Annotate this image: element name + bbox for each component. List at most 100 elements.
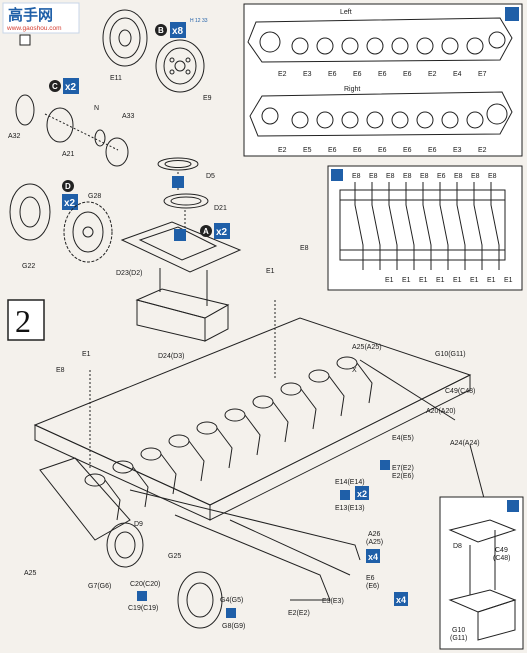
svg-text:2: 2: [15, 303, 31, 339]
label-a21: A21: [62, 151, 75, 158]
wheel-e9: [155, 39, 205, 93]
wheel-e11: [102, 9, 148, 67]
road-arm: [104, 479, 121, 521]
label-g4: G4(G5): [220, 597, 243, 604]
arrows-d: [159, 268, 208, 306]
road-arm: [132, 466, 149, 508]
suspension-arm: [308, 369, 330, 383]
svg-text:G10: G10: [452, 627, 465, 634]
suspension-arm: [112, 460, 134, 474]
arm-label-top: E6: [437, 173, 446, 180]
label-e13: E13(E13): [335, 505, 365, 512]
track-label-left: E3: [303, 71, 312, 78]
track-label-right: E2: [478, 147, 487, 154]
label-e1-main: E1: [82, 351, 91, 358]
track-label-left: E6: [403, 71, 412, 78]
road-arm: [328, 375, 345, 417]
svg-text:x2: x2: [65, 82, 77, 93]
hull-chassis: [33, 300, 472, 541]
label-a32: A32: [8, 133, 21, 140]
arm-label-top: E8: [420, 173, 429, 180]
drive-sprocket: [106, 522, 223, 629]
track-label-left: E2: [428, 71, 437, 78]
label-x: X: [352, 367, 357, 374]
arm-label-top: E8: [488, 173, 497, 180]
suspension-arm: [140, 447, 162, 461]
x2-icon: [355, 486, 369, 500]
label-d9: D9: [134, 521, 143, 528]
torsion-arm: [388, 182, 398, 270]
svg-text:x2: x2: [216, 227, 228, 238]
svg-text:D: D: [65, 182, 71, 191]
svg-text:(G11): (G11): [450, 635, 467, 642]
label-a26b: (A25): [366, 539, 383, 546]
track-label-right: E3: [453, 147, 462, 154]
label-a20: A20(A20): [426, 408, 456, 415]
x4-icon: [394, 592, 408, 606]
step-number-box: 2: [7, 299, 45, 341]
arm-label-top: E8: [352, 173, 361, 180]
glue-icon: [172, 176, 184, 188]
label-e2: E2(E6): [392, 473, 414, 480]
torsion-arm: [405, 182, 415, 270]
arm-label-bottom: E1: [453, 277, 462, 284]
label-e14: E14(E14): [335, 479, 365, 486]
inset-left-title: Left: [340, 9, 352, 16]
svg-text:x2: x2: [357, 489, 367, 499]
road-arm: [216, 427, 233, 469]
track-label-left: E2: [278, 71, 287, 78]
label-c49: C49(C48): [445, 388, 475, 395]
label-d21: D21: [214, 205, 227, 212]
track-label-left: E7: [478, 71, 487, 78]
label-e8-main: E8: [56, 367, 65, 374]
glue-icon: [137, 591, 147, 601]
track-label-right: E6: [428, 147, 437, 154]
svg-text:B: B: [158, 26, 164, 35]
watermark-url: www.gaoshou.com: [6, 25, 62, 32]
suspension-arm: [168, 434, 190, 448]
label-g22: G22: [22, 263, 35, 270]
label-a24: A24(A24): [450, 440, 480, 447]
track-label-right: E6: [378, 147, 387, 154]
track-label-left: E6: [378, 71, 387, 78]
arm-label-top: E8: [471, 173, 480, 180]
svg-text:x4: x4: [396, 595, 406, 605]
track-label-right: E2: [278, 147, 287, 154]
sprue-c-icon: C x2: [49, 78, 79, 94]
torsion-arm: [422, 182, 432, 270]
watermark-logo: 高手网 www.gaoshou.com: [2, 2, 80, 46]
track-label-left: E6: [328, 71, 337, 78]
label-e7: E7(E2): [392, 465, 414, 472]
label-e3: E3(E3): [322, 598, 344, 605]
x4-icon: [366, 549, 380, 563]
label-e6b: (E6): [366, 583, 379, 590]
sprocket-parts: [9, 183, 113, 263]
inset-small: D8 C49 (C48) G10 (G11): [439, 496, 524, 650]
svg-text:x4: x4: [368, 552, 378, 562]
watermark-brand: 高手网: [8, 6, 53, 24]
label-g25: G25: [168, 553, 181, 560]
road-arm: [244, 414, 261, 456]
ref-h-label: H 12 33: [190, 18, 208, 24]
arm-label-bottom: E1: [487, 277, 496, 284]
sprue-a-icon: A x2: [200, 223, 230, 239]
label-c19: C19(C19): [128, 605, 158, 612]
glue-icon: [340, 490, 350, 500]
track-label-right: E6: [403, 147, 412, 154]
arm-label-bottom: E1: [385, 277, 394, 284]
label-a26: A26: [368, 531, 381, 538]
arm-label-bottom: E1: [402, 277, 411, 284]
turret-ring-parts: [120, 157, 242, 342]
torsion-arm: [439, 182, 449, 270]
label-e2b: E2(E2): [288, 610, 310, 617]
road-arm: [300, 388, 317, 430]
suspension-arm: [280, 382, 302, 396]
label-e4: E4(E5): [392, 435, 414, 442]
label-g8: G8(G9): [222, 623, 245, 630]
torsion-arm: [371, 182, 381, 270]
torsion-arm: [456, 182, 466, 270]
